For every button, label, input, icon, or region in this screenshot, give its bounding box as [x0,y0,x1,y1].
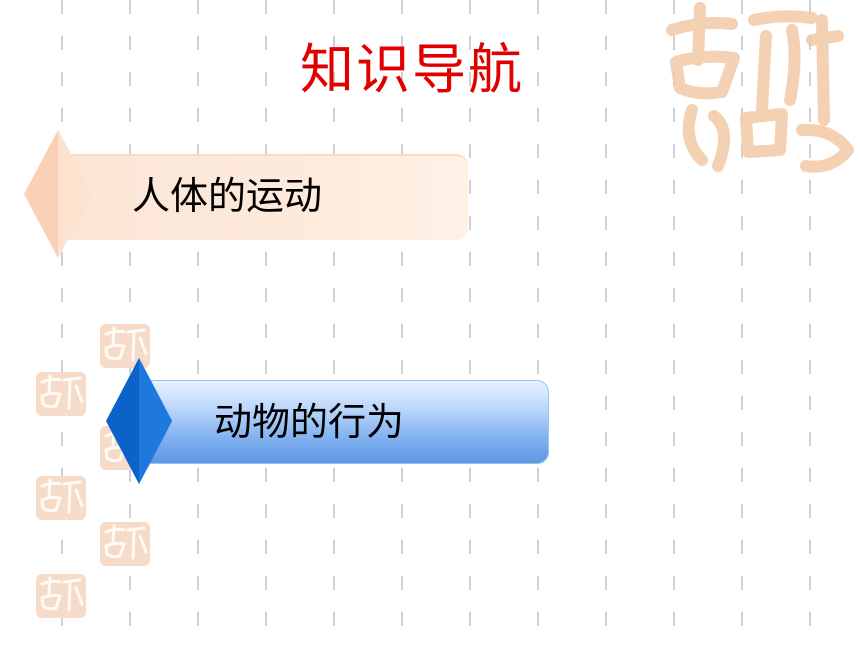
nav-item-bar-human-movement[interactable] [60,154,468,240]
nav-item-bar-animal-behavior[interactable] [145,380,549,464]
diamond-marker-icon [106,358,172,484]
diamond-marker-icon [24,130,92,258]
auspicious-seal-icon [36,574,86,618]
slide-title: 知识导航 [300,38,524,101]
auspicious-seal-icon [100,522,150,566]
auspicious-seal-icon [36,372,86,416]
auspicious-seal-icon [36,476,86,520]
nav-item-label-human-movement[interactable]: 人体的运动 [132,174,323,218]
nav-item-label-animal-behavior[interactable]: 动物的行为 [214,400,405,444]
auspicious-seal-icon [100,324,150,368]
auspicious-seal-icon [666,2,854,173]
